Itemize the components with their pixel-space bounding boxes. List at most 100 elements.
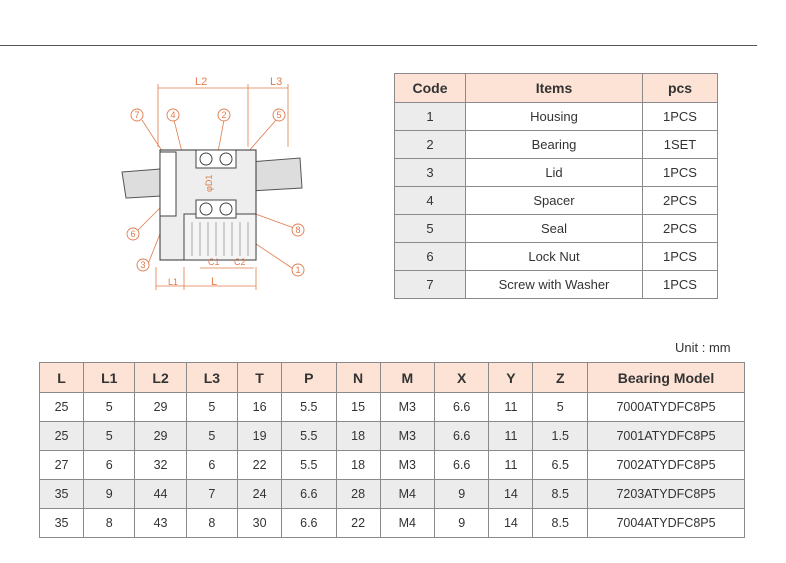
cell-l1: 6: [83, 450, 136, 480]
table-row: 7 Screw with Washer 1PCS: [394, 270, 718, 299]
callout-5: 5: [276, 110, 281, 120]
header-n: N: [335, 362, 381, 393]
table-row: 27 6 32 6 22 5.5 18 M3 6.6 11 6.5 7002AT…: [38, 450, 745, 480]
cell-x: 9: [433, 479, 490, 509]
parts-list-table: Code Items pcs 1 Housing 1PCS 2 Bearing …: [394, 73, 718, 299]
cell-n: 22: [335, 508, 381, 538]
dim-l1: L1: [168, 277, 178, 287]
header-x: X: [433, 362, 490, 393]
header-m: M: [379, 362, 435, 393]
cell-m: M3: [379, 450, 435, 480]
part-code: 3: [394, 158, 466, 187]
header-t: T: [237, 362, 283, 393]
cell-bearing-model: 7002ATYDFC8P5: [587, 450, 745, 480]
header-l2: L2: [134, 362, 187, 393]
cell-m: M4: [379, 479, 435, 509]
table-row: 3 Lid 1PCS: [394, 158, 718, 187]
part-pcs: 2PCS: [642, 214, 718, 243]
cell-x: 6.6: [433, 392, 490, 422]
cell-t: 22: [237, 450, 283, 480]
part-code: 4: [394, 186, 466, 215]
part-pcs: 2PCS: [642, 186, 718, 215]
dim-d1: φD1: [204, 175, 214, 192]
dim-l3: L3: [270, 76, 282, 88]
cell-bearing-model: 7004ATYDFC8P5: [587, 508, 745, 538]
cell-l1: 5: [83, 421, 136, 451]
bearing-unit-drawing: L2 L3 L L1 C1 C2 φD1 7 4 2 5 6 8 3 1: [121, 76, 305, 290]
cell-y: 11: [488, 392, 534, 422]
header-l: L: [38, 362, 85, 393]
cell-l1: 8: [83, 508, 136, 538]
part-pcs: 1PCS: [642, 158, 718, 187]
part-item: Seal: [465, 214, 643, 243]
dimension-spec-table: L L1 L2 L3 T P N M X Y Z Bearing Model 2…: [38, 362, 745, 538]
table-row: 35 9 44 7 24 6.6 28 M4 9 14 8.5 7203ATYD…: [38, 479, 745, 509]
callout-2: 2: [221, 110, 226, 120]
table-row: 35 8 43 8 30 6.6 22 M4 9 14 8.5 7004ATYD…: [38, 508, 745, 538]
callout-3: 3: [140, 260, 145, 270]
cell-n: 18: [335, 450, 381, 480]
cell-l3: 5: [185, 392, 239, 422]
cell-l3: 6: [185, 450, 239, 480]
part-code: 6: [394, 242, 466, 271]
header-y: Y: [488, 362, 534, 393]
cell-n: 18: [335, 421, 381, 451]
dim-c1: C1: [208, 257, 220, 267]
dim-l: L: [211, 276, 217, 288]
cell-l: 35: [38, 479, 85, 509]
cell-t: 16: [237, 392, 283, 422]
callout-1: 1: [295, 265, 300, 275]
cell-z: 6.5: [532, 450, 588, 480]
cell-l2: 29: [134, 421, 187, 451]
callout-7: 7: [134, 110, 139, 120]
part-pcs: 1SET: [642, 130, 718, 159]
cell-bearing-model: 7001ATYDFC8P5: [587, 421, 745, 451]
header-bearing-model: Bearing Model: [587, 362, 745, 393]
cell-z: 5: [532, 392, 588, 422]
cell-x: 6.6: [433, 450, 490, 480]
dim-l2: L2: [195, 76, 207, 88]
table-row: 25 5 29 5 16 5.5 15 M3 6.6 11 5 7000ATYD…: [38, 392, 745, 422]
dim-c2: C2: [234, 257, 246, 267]
cell-m: M4: [379, 508, 435, 538]
cell-l1: 5: [83, 392, 136, 422]
cell-l: 25: [38, 392, 85, 422]
callout-8: 8: [295, 225, 300, 235]
cell-l2: 43: [134, 508, 187, 538]
part-pcs: 1PCS: [642, 242, 718, 271]
cell-l3: 5: [185, 421, 239, 451]
cell-z: 1.5: [532, 421, 588, 451]
callout-4: 4: [170, 110, 175, 120]
cell-bearing-model: 7203ATYDFC8P5: [587, 479, 745, 509]
cell-l2: 44: [134, 479, 187, 509]
cell-y: 11: [488, 450, 534, 480]
cell-p: 5.5: [281, 421, 337, 451]
cell-l: 25: [38, 421, 85, 451]
cell-x: 9: [433, 508, 490, 538]
cell-y: 11: [488, 421, 534, 451]
cell-z: 8.5: [532, 479, 588, 509]
header-code: Code: [394, 73, 466, 103]
cell-l2: 32: [134, 450, 187, 480]
top-divider: [0, 45, 757, 46]
cell-t: 24: [237, 479, 283, 509]
cell-bearing-model: 7000ATYDFC8P5: [587, 392, 745, 422]
cell-p: 5.5: [281, 450, 337, 480]
part-item: Housing: [465, 102, 643, 131]
part-code: 2: [394, 130, 466, 159]
header-p: P: [281, 362, 337, 393]
cell-l3: 8: [185, 508, 239, 538]
table-row: 5 Seal 2PCS: [394, 214, 718, 243]
cell-l2: 29: [134, 392, 187, 422]
header-l1: L1: [83, 362, 136, 393]
cell-m: M3: [379, 392, 435, 422]
cell-n: 28: [335, 479, 381, 509]
part-code: 1: [394, 102, 466, 131]
cell-t: 19: [237, 421, 283, 451]
part-item: Lid: [465, 158, 643, 187]
cell-x: 6.6: [433, 421, 490, 451]
cell-p: 5.5: [281, 392, 337, 422]
part-item: Spacer: [465, 186, 643, 215]
table-row: 1 Housing 1PCS: [394, 102, 718, 131]
cell-y: 14: [488, 508, 534, 538]
